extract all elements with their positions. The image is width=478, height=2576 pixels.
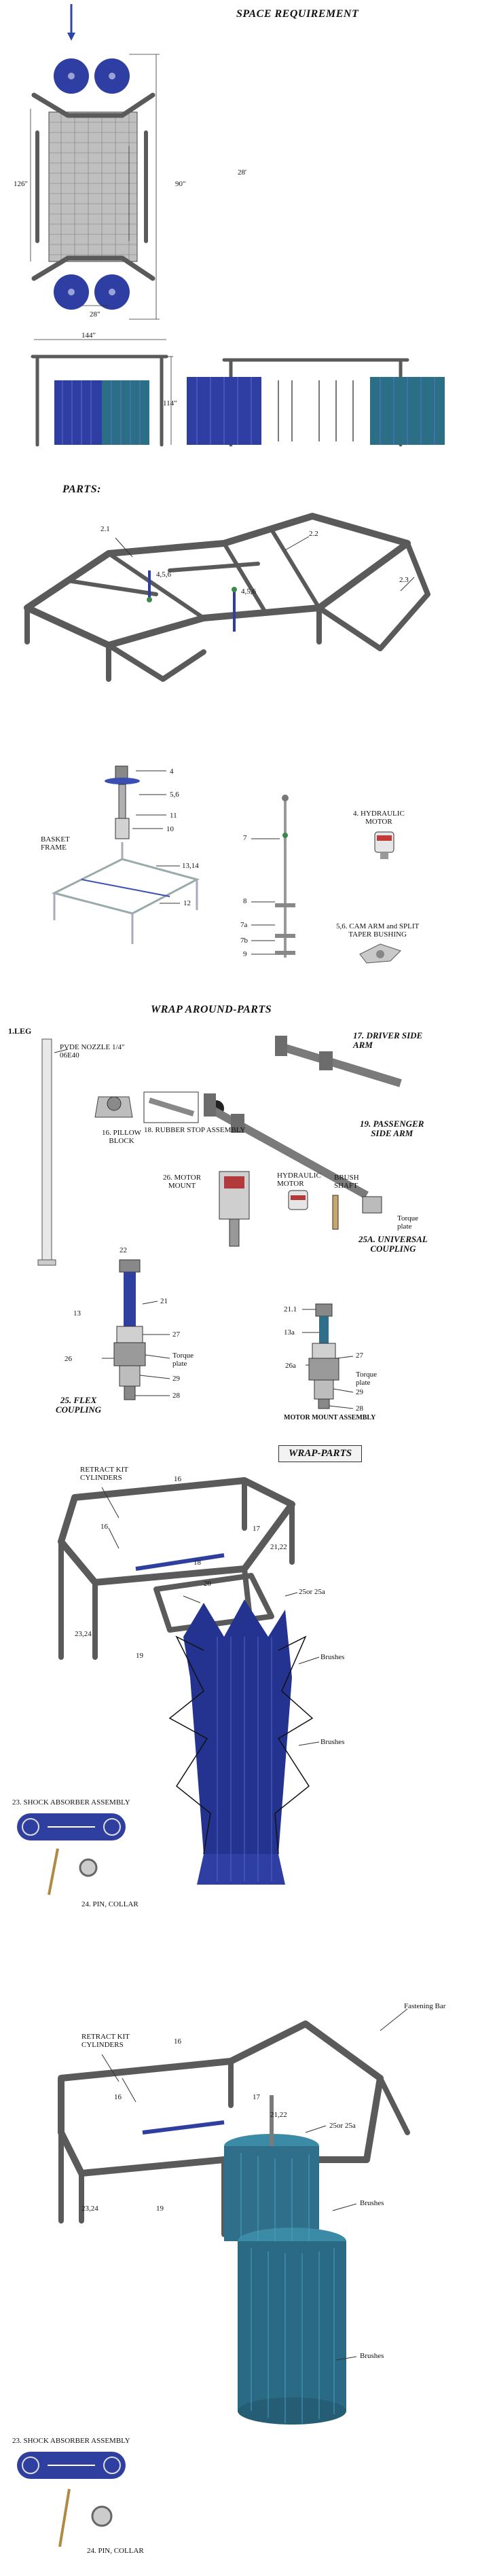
label-shock-absorber-a: 23. SHOCK ABSORBER ASSEMBLY <box>12 1798 130 1807</box>
label-nozzle: PVDE NOZZLE 1/4" 06E40 <box>60 1043 125 1059</box>
label-7a: 7a <box>240 921 248 929</box>
label-retract-kit-b: RETRACT KIT CYLINDERS <box>81 2033 130 2049</box>
label-passenger-side-arm: 19. PASSENGER SIDE ARM <box>360 1119 424 1138</box>
space-requirement-title: SPACE REQUIREMENT <box>236 8 359 20</box>
dim-144-in: 144" <box>81 331 96 340</box>
wrap-around-drawings <box>37 1036 402 1409</box>
label-flex-29: 29 <box>172 1375 180 1383</box>
wrap-parts-section: WRAP-PARTS RETRACT KIT CYLINDERS 16 16 1… <box>0 1433 478 1976</box>
label-flex-28: 28 <box>172 1392 180 1400</box>
label-flex-26: 26 <box>65 1355 72 1363</box>
label-4-5-6-b: 4,5,6 <box>241 587 256 596</box>
label-11: 11 <box>170 812 177 820</box>
label-pin-collar-b: 24. PIN, COLLAR <box>87 2547 144 2555</box>
label-7: 7 <box>243 834 247 842</box>
parts-section: PARTS: 2.1 2.2 2.3 4,5,6 4,5,6 <box>0 475 478 706</box>
wrap-around-parts-title: WRAP AROUND-PARTS <box>151 1004 272 1015</box>
label-wp-19: 19 <box>136 1652 143 1660</box>
label-pin-collar-a: 24. PIN, COLLAR <box>81 1900 139 1908</box>
label-flex-coupling: 25. FLEX COUPLING <box>56 1395 102 1415</box>
label-9: 9 <box>243 950 247 958</box>
basket-shaft-section: 4 5,6 11 10 BASKET FRAME 13,14 12 7 8 7a… <box>0 747 478 998</box>
label-wc-19: 19 <box>156 2205 164 2213</box>
front-view-drawing <box>31 339 173 447</box>
label-retract-kit-a: RETRACT KIT CYLINDERS <box>80 1466 128 1482</box>
label-basket-frame: BASKET FRAME <box>41 835 70 852</box>
label-torque-plate-b: Torque plate <box>172 1352 194 1368</box>
label-motor-mount: 26. MOTOR MOUNT <box>163 1174 202 1190</box>
label-motor-mount-assembly: MOTOR MOUNT ASSEMBLY <box>284 1414 376 1421</box>
dim-28-ft: 28' <box>238 168 246 177</box>
label-wp-17: 17 <box>253 1525 260 1533</box>
plan-view-drawing <box>30 4 160 320</box>
dim-28-in: 28" <box>90 310 100 319</box>
label-wc-17: 17 <box>253 2093 260 2101</box>
label-universal-coupling: 25A. UNIVERSAL COUPLING <box>358 1234 428 1254</box>
side-view-drawing <box>187 358 445 447</box>
parts-frame-drawing <box>24 513 430 682</box>
label-brushes-c: Brushes <box>360 2199 384 2207</box>
space-requirement-section: SPACE REQUIREMENT 28' <box>0 0 478 448</box>
label-wp-18: 18 <box>194 1559 201 1567</box>
label-2-1: 2.1 <box>100 525 110 533</box>
label-uni-21-1: 21.1 <box>284 1305 297 1313</box>
label-wp-20: 20 <box>204 1580 211 1588</box>
label-wc-16-b: 16 <box>114 2093 122 2101</box>
label-12: 12 <box>183 899 191 907</box>
label-7b: 7b <box>240 937 248 945</box>
label-torque-plate-a: Torque plate <box>397 1214 418 1231</box>
wrap-around-parts-section: WRAP AROUND-PARTS 1.LEG PVDE NOZZLE 1/4"… <box>0 998 478 1433</box>
label-uni-13a: 13a <box>284 1328 295 1337</box>
dim-114-in: 114" <box>163 399 177 407</box>
label-flex-22: 22 <box>120 1246 127 1254</box>
wrap-parts-title: WRAP-PARTS <box>278 1445 363 1462</box>
label-brushes-b: Brushes <box>320 1738 345 1746</box>
label-torque-plate-c: Torque plate <box>356 1371 377 1387</box>
label-shock-absorber-b: 23. SHOCK ABSORBER ASSEMBLY <box>12 2437 130 2445</box>
label-2-2: 2.2 <box>309 530 318 538</box>
parts-title: PARTS: <box>62 484 101 495</box>
label-brushes-a: Brushes <box>320 1653 345 1661</box>
label-4: 4 <box>170 767 174 776</box>
label-uni-26a: 26a <box>285 1362 296 1370</box>
wrap-parts-cylinder-section: RETRACT KIT CYLINDERS Fastening Bar 16 1… <box>0 1976 478 2576</box>
label-wc-21-22: 21,22 <box>270 2111 287 2119</box>
label-uni-27: 27 <box>356 1352 363 1360</box>
wrap-parts-cylinder-drawing <box>17 2008 410 2547</box>
basket-frame-drawing <box>51 765 401 964</box>
label-driver-side-arm: 17. DRIVER SIDE ARM <box>353 1030 423 1050</box>
label-uni-28: 28 <box>356 1404 363 1413</box>
label-fastening-bar: Fastening Bar <box>404 2002 446 2010</box>
label-13-14: 13,14 <box>182 862 199 870</box>
label-wp-23-24: 23,24 <box>75 1630 92 1638</box>
label-rubber-stop: 18. RUBBER STOP ASSEMBLY <box>144 1126 246 1134</box>
label-4-5-6-a: 4,5,6 <box>156 570 171 579</box>
dim-90-in: 90" <box>175 180 186 188</box>
label-hydraulic-motor: 4. HYDRAULIC MOTOR <box>353 810 405 826</box>
label-wc-25: 25or 25a <box>329 2122 356 2130</box>
label-pillow-block: 16. PILLOW BLOCK <box>102 1129 142 1145</box>
label-wc-16-a: 16 <box>174 2037 181 2046</box>
label-2-3: 2.3 <box>399 576 409 584</box>
label-leg: 1.LEG <box>8 1026 32 1036</box>
label-wp-16-a: 16 <box>174 1475 181 1483</box>
label-brush-shaft: BRUSH SHAFT <box>334 1174 359 1190</box>
wrap-parts-assembly-drawing <box>17 1477 320 1895</box>
label-cam-arm: 5,6. CAM ARM and SPLIT TAPER BUSHING <box>336 922 420 939</box>
label-8: 8 <box>243 897 247 905</box>
label-flex-13: 13 <box>73 1309 81 1318</box>
label-brushes-d: Brushes <box>360 2352 384 2360</box>
label-wc-23-24: 23,24 <box>81 2205 98 2213</box>
label-flex-27: 27 <box>172 1330 180 1339</box>
label-wp-16-b: 16 <box>100 1523 108 1531</box>
label-uni-29: 29 <box>356 1388 363 1396</box>
label-10: 10 <box>166 825 174 833</box>
label-wp-21-22: 21,22 <box>270 1543 287 1551</box>
label-wp-25: 25or 25a <box>299 1588 325 1596</box>
label-hydraulic-motor-2: HYDRAULIC MOTOR <box>277 1172 321 1188</box>
label-5-6: 5,6 <box>170 791 179 799</box>
label-flex-21: 21 <box>160 1297 168 1305</box>
dim-126-in: 126" <box>14 180 28 188</box>
